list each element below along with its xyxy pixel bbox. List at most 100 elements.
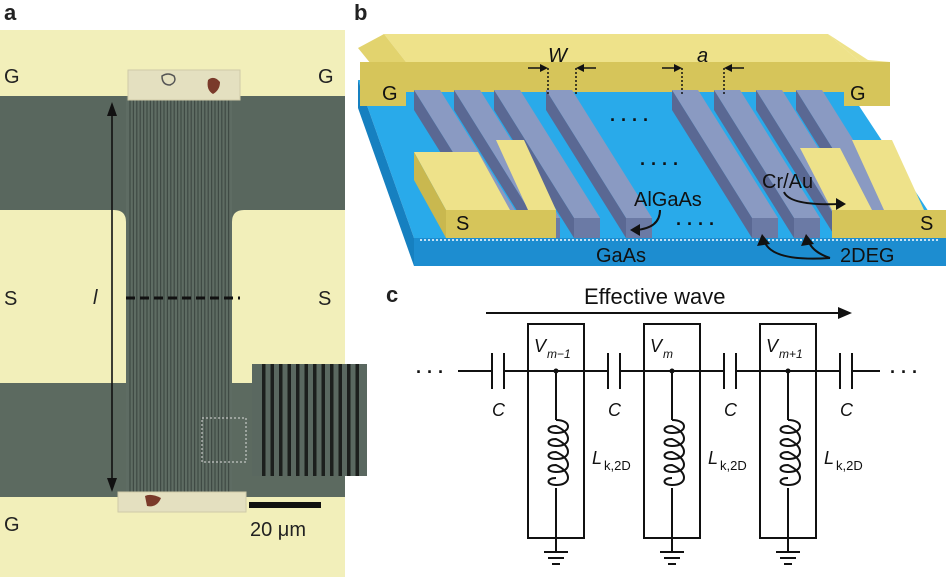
gate-finger-front [752,218,778,238]
inset-grating-line [338,364,342,476]
crau-label: Cr/Au [762,171,813,193]
panel-letter-b: b [354,0,368,25]
gate-finger-front [574,218,600,238]
gate-finger-side [414,90,494,238]
gate-finger-top [672,90,778,218]
gate-finger-front [836,218,862,238]
label-g-top-left: G [4,66,20,88]
gate-finger-side [714,90,794,238]
signal-electrode-left-side [414,152,446,238]
inductor-subscript: k,2D [720,458,747,473]
gate-finger-front [534,218,560,238]
debris-bottom [145,494,161,507]
twodeg-pointer-head-2 [801,234,814,246]
inset-grating-line [313,364,317,476]
crau-pointer-head [836,198,846,210]
signal-electrode-right-front [832,210,946,238]
node-junction [785,368,791,374]
node-voltage-label: V [650,336,664,356]
gate-finger-side [796,90,876,238]
twodeg-pointer-arrow-1 [763,239,831,260]
crau-pointer-arrow [783,191,841,206]
gate-finger-top [796,90,902,218]
ground-electrode-front [406,62,860,92]
gate-finger-front [494,218,520,238]
inset-grating-line [262,364,266,476]
node-voltage-label: V [534,336,548,356]
ground-electrode-left-block [360,62,406,106]
grating-region [126,96,232,496]
label-g-bottom-left: G [4,514,20,536]
inductor-subscript: k,2D [836,458,863,473]
zoom-inset-lines [262,364,359,476]
ellipsis-right: · · · [890,362,918,382]
gate-finger-front [626,218,652,238]
panel-letter-a: a [4,0,17,25]
zoom-inset [252,364,367,476]
length-arrow-head-bottom [107,478,117,492]
gate-finger-front [794,218,820,238]
label-g-right: G [850,83,866,105]
w-arrowhead-left [540,64,548,72]
gate-fingers [414,90,902,238]
signal-electrode-left-top2 [496,140,556,210]
signal-electrode-right-top [800,148,872,210]
label-s-right: S [318,288,331,310]
gate-finger-top [714,90,820,218]
contact-patch-bottom [117,491,247,513]
inset-grating-line [347,364,351,476]
inductor-label: L [592,448,602,468]
algaas-pointer-head [630,224,640,236]
node-voltage-subscript: m−1 [547,347,571,361]
inset-grating-line [270,364,274,476]
gate-finger-top [494,90,600,218]
node-box [643,323,701,539]
node-voltage-subscript: m [663,347,673,361]
substrate-left-face [358,80,414,266]
node-junction [669,368,675,374]
gate-finger-top [756,90,862,218]
gate-finger-front [876,218,902,238]
capacitor-label: C [608,400,622,420]
w-arrowhead-right [576,64,584,72]
inset-grating-line [296,364,300,476]
debris-top-2 [207,77,220,94]
ground-electrode-right-top [828,34,890,62]
gate-finger-top [414,90,520,218]
twodeg-pointer-head-1 [757,234,770,246]
inset-grating-line [279,364,283,476]
substrate-front-face [414,238,946,266]
inset-grating-line [321,364,325,476]
dots-bottom: · · · · [676,214,715,234]
capacitor-label: C [724,400,738,420]
length-label: l [93,287,98,309]
capacitor-label: C [492,400,506,420]
inductor-subscript: k,2D [604,458,631,473]
inset-grating-line [304,364,308,476]
capacitor-label: C [840,400,854,420]
gate-finger-side [546,90,626,238]
node-voltage-label: V [766,336,780,356]
inset-grating-line [355,364,359,476]
debris-top [161,73,176,86]
node-voltage-subscript: m+1 [779,347,803,361]
ground-electrode-top [384,34,860,62]
grating-lines [129,100,230,492]
ellipsis-left: · · · [416,362,444,382]
dots-middle: · · · · [640,154,679,174]
effective-wave-label: Effective wave [584,284,725,309]
scale-bar-label: 20 μm [250,519,306,541]
a-arrowhead-right [724,64,732,72]
twodeg-label: 2DEG [840,245,894,267]
inset-grating-line [330,364,334,476]
label-s-right: S [920,213,933,235]
node-box [527,323,585,539]
ground-electrode-right-block [844,62,890,106]
algaas-pointer-arrow [635,209,661,231]
label-g-top-right: G [318,66,334,88]
signal-electrode-left-top [414,152,510,210]
